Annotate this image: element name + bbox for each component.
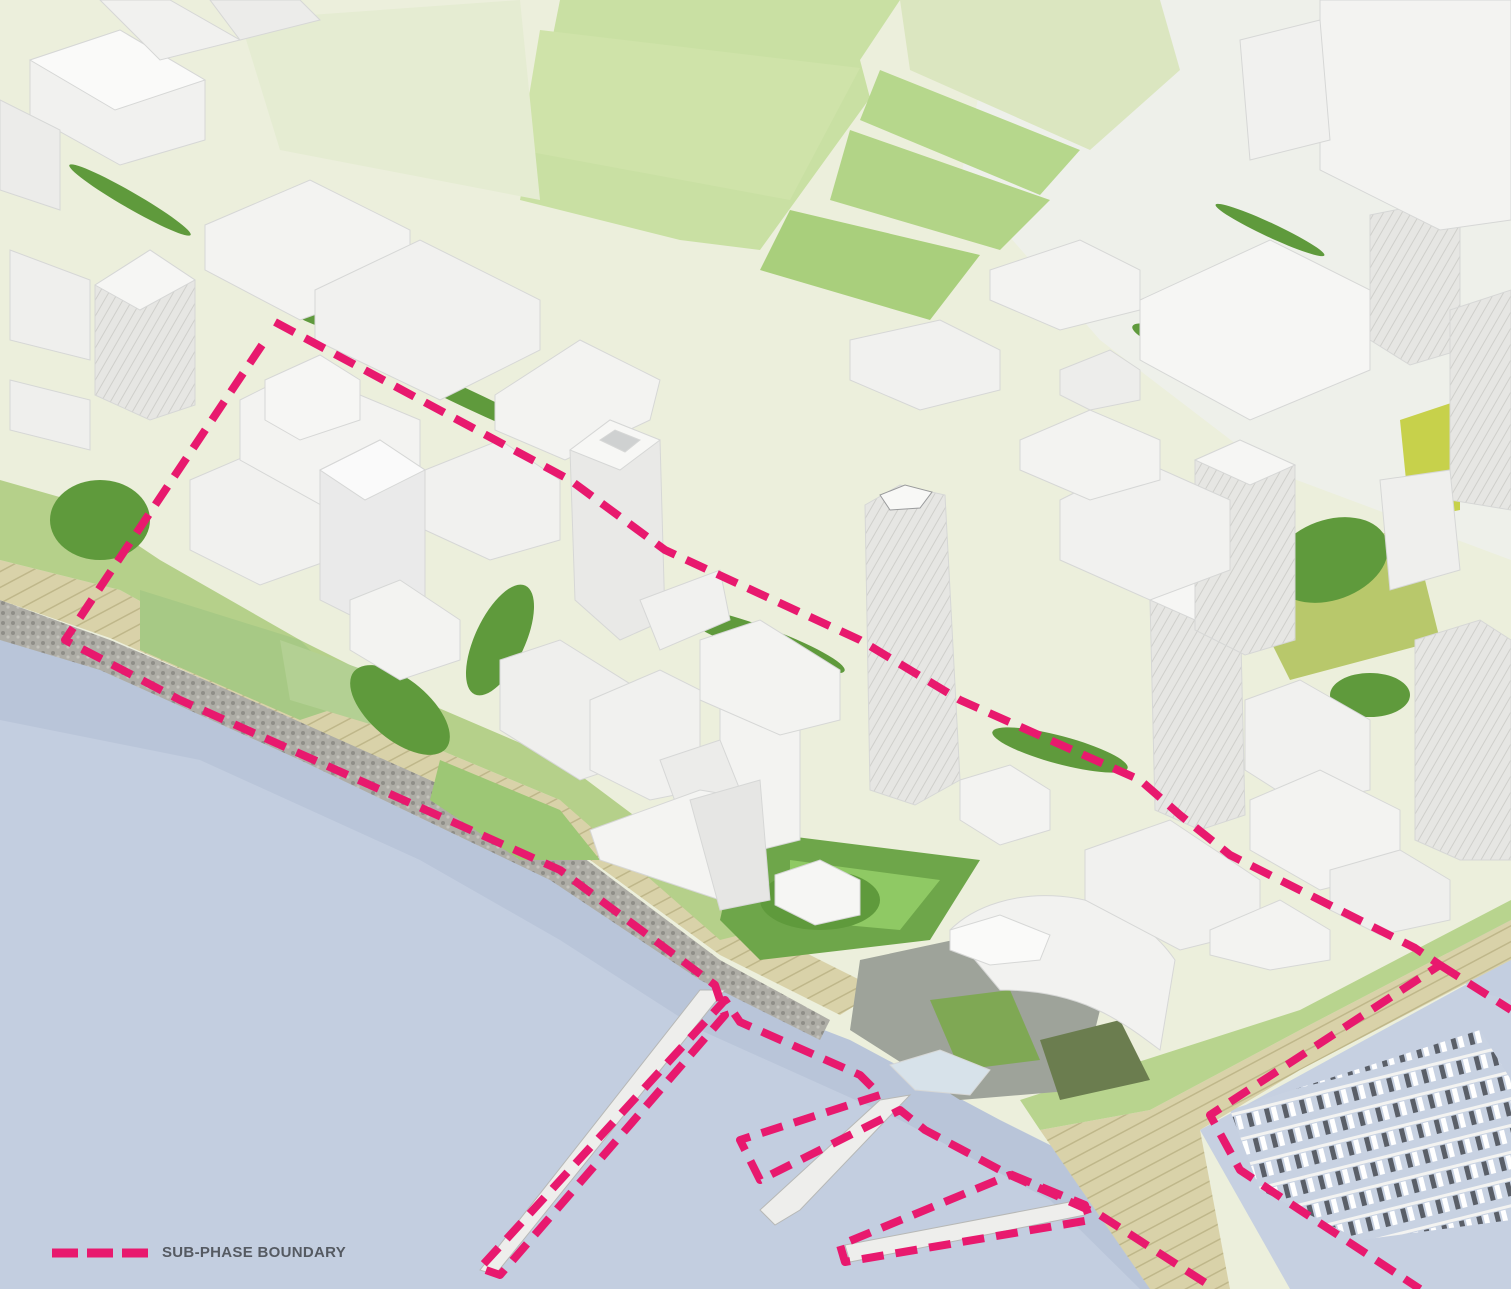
marina-slips bbox=[1230, 1030, 1511, 1240]
buildings bbox=[0, 0, 1511, 1096]
legend-label: SUB-PHASE BOUNDARY bbox=[162, 1244, 347, 1261]
dashed-line-icon bbox=[52, 1248, 148, 1257]
lawn-parcels bbox=[240, 0, 1180, 320]
plaza-terraces bbox=[1040, 1020, 1150, 1100]
plaza-lawn-grid bbox=[930, 990, 1040, 1070]
map-legend: SUB-PHASE BOUNDARY bbox=[52, 1244, 346, 1261]
sub-phase-boundary bbox=[61, 318, 1511, 1293]
east-promenade bbox=[1040, 920, 1511, 1289]
